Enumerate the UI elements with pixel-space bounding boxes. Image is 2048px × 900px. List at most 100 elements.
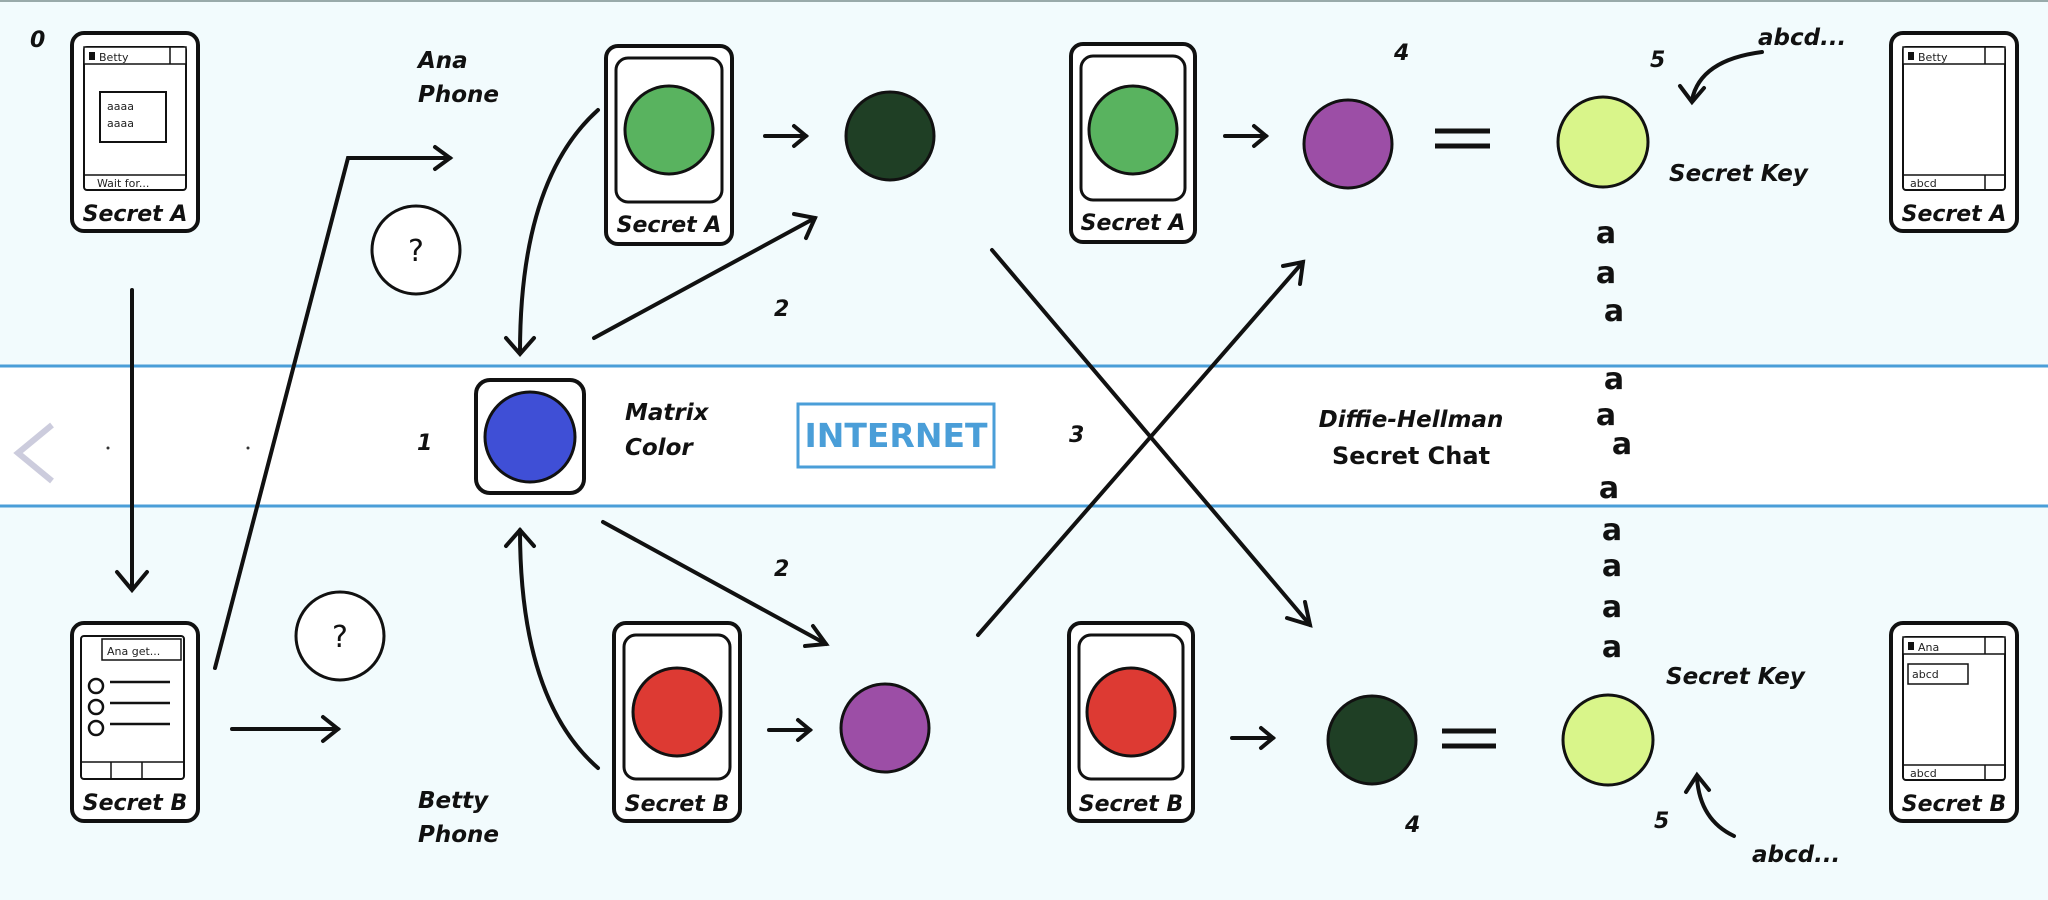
arrow-to-mix-a bbox=[592, 216, 817, 340]
phone-caption: Secret B bbox=[1902, 792, 2007, 817]
secret-b-color bbox=[631, 666, 723, 758]
secret-key-label-bottom: Secret Key bbox=[1666, 664, 1806, 690]
svg-text:Secret B: Secret B bbox=[625, 792, 730, 817]
svg-text:a: a bbox=[1604, 294, 1624, 329]
lock-icon bbox=[1908, 52, 1914, 60]
arrow-head bbox=[433, 145, 454, 171]
message-text: abcd bbox=[1912, 668, 1939, 681]
phone-caption: Secret A bbox=[1902, 202, 2007, 227]
input-text: abcd bbox=[1910, 177, 1937, 190]
svg-text:?: ? bbox=[408, 234, 424, 269]
lock-icon bbox=[1908, 642, 1914, 650]
secret-b-card-2: Secret B bbox=[1067, 621, 1195, 823]
ana-phone-label-2: Phone bbox=[418, 82, 499, 108]
betty-phone-bottom: Ana get... Secret B bbox=[70, 621, 200, 823]
phone-title: Betty bbox=[99, 51, 129, 64]
dot bbox=[246, 446, 250, 450]
phone-caption: Secret B bbox=[83, 791, 188, 816]
exchange-arrow-up bbox=[976, 260, 1305, 637]
prev-slide-chevron-icon[interactable] bbox=[13, 422, 54, 484]
svg-text:Secret B: Secret B bbox=[1079, 792, 1184, 817]
dot bbox=[106, 446, 110, 450]
betty-chat-phone: Ana abcd abcd Secret B bbox=[1889, 621, 2019, 823]
phone-title: Betty bbox=[1918, 51, 1948, 64]
equals-sign-bottom bbox=[1442, 728, 1496, 749]
secret-a-color bbox=[623, 84, 715, 176]
svg-text:a: a bbox=[1602, 549, 1622, 584]
ana-chat-phone: Betty abcd Secret A bbox=[1889, 31, 2019, 233]
arrow-head bbox=[1678, 84, 1706, 106]
ana-phone-top: Betty aaaa aaaa Wait for... Secret A bbox=[70, 31, 200, 233]
arrow-head bbox=[1285, 600, 1313, 628]
svg-text:a: a bbox=[1596, 256, 1616, 291]
svg-text:a: a bbox=[1612, 427, 1632, 462]
matrix-label-2: Color bbox=[625, 435, 694, 461]
dh-subtitle: Secret Chat bbox=[1332, 442, 1490, 470]
secret-b-card-1: Secret B bbox=[612, 621, 742, 823]
svg-text:INTERNET: INTERNET bbox=[804, 416, 988, 455]
dh-title: Diffie-Hellman bbox=[1319, 407, 1504, 433]
betty-phone-label-1: Betty bbox=[418, 788, 489, 814]
result-color-b bbox=[1326, 694, 1418, 786]
secret-key-a bbox=[1556, 95, 1650, 189]
lock-icon bbox=[89, 52, 95, 60]
phone-title: Ana get... bbox=[107, 645, 160, 658]
step-2-label-bottom: 2 bbox=[774, 557, 789, 582]
arrow-head bbox=[321, 715, 342, 743]
message-bubble bbox=[1907, 663, 1969, 685]
step-4-label-top: 4 bbox=[1393, 41, 1409, 66]
mixed-color-b bbox=[839, 682, 931, 774]
phone-caption: Secret A bbox=[83, 202, 188, 227]
svg-text:Secret A: Secret A bbox=[1081, 211, 1186, 236]
unknown-secret-bottom: ? bbox=[294, 590, 386, 682]
message-line-1: aaaa bbox=[107, 100, 134, 113]
secret-b-color bbox=[1085, 666, 1177, 758]
step-5-label-top: 5 bbox=[1650, 48, 1665, 73]
step-1-label: 1 bbox=[417, 431, 432, 456]
svg-text:a: a bbox=[1596, 398, 1616, 433]
secret-a-card-1: Secret A bbox=[604, 44, 734, 246]
svg-text:a: a bbox=[1602, 590, 1622, 625]
ana-phone-label-1: Ana bbox=[416, 48, 468, 74]
arrow-curve bbox=[1695, 776, 1736, 838]
unknown-secret-top: ? bbox=[370, 204, 462, 296]
internet-band bbox=[0, 364, 2048, 508]
step-5-label-bottom: 5 bbox=[1654, 809, 1669, 834]
svg-text:?: ? bbox=[332, 620, 348, 655]
arrow-head bbox=[1281, 259, 1306, 286]
arrow-head bbox=[1684, 771, 1711, 794]
step-3-label: 3 bbox=[1069, 423, 1084, 448]
internet-label: INTERNET bbox=[796, 402, 996, 469]
arrow-head bbox=[792, 124, 810, 148]
arrow-head bbox=[796, 718, 814, 742]
arrow-head bbox=[115, 570, 149, 594]
arrow-head bbox=[1252, 124, 1270, 148]
abcd-label-bottom: abcd... bbox=[1752, 842, 1840, 868]
secret-key-b bbox=[1561, 693, 1655, 787]
svg-text:a: a bbox=[1599, 471, 1619, 506]
arrow-head bbox=[792, 212, 818, 240]
matrix-label-1: Matrix bbox=[625, 400, 710, 426]
arrow-to-mix-b bbox=[601, 520, 828, 646]
step-2-label-top: 2 bbox=[774, 297, 789, 322]
mixed-color-a bbox=[844, 90, 936, 182]
svg-text:Secret A: Secret A bbox=[617, 213, 722, 238]
arrow-curve-up bbox=[518, 528, 600, 770]
matrix-color-card bbox=[474, 378, 586, 495]
arrow-curve-down bbox=[518, 108, 600, 354]
input-text: abcd bbox=[1910, 767, 1937, 780]
secret-message-stream: a a a a a a a a a a a bbox=[1596, 216, 1632, 665]
svg-text:a: a bbox=[1596, 216, 1616, 251]
arrow-head bbox=[1259, 726, 1277, 750]
arrow-head bbox=[504, 336, 536, 358]
secret-a-color bbox=[1087, 84, 1179, 176]
secret-key-label-top: Secret Key bbox=[1669, 161, 1809, 187]
arrow-curve bbox=[1690, 50, 1764, 102]
phone-title: Ana bbox=[1918, 641, 1939, 654]
contact-list bbox=[87, 677, 170, 737]
betty-phone-label-2: Phone bbox=[418, 822, 499, 848]
message-popup bbox=[99, 91, 167, 143]
arrow-head bbox=[504, 526, 536, 548]
svg-text:a: a bbox=[1602, 630, 1622, 665]
